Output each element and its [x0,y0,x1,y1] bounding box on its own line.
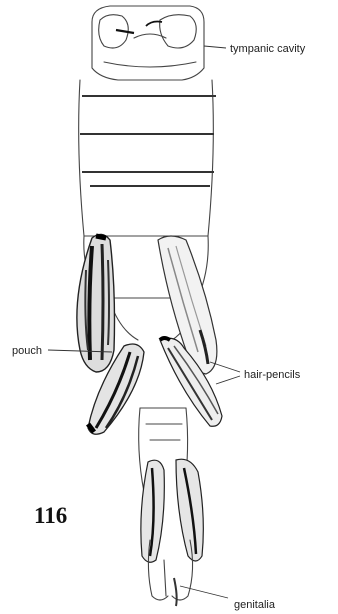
hair-pencils-label: hair-pencils [244,369,301,381]
label-tympanic-cavity: tympanic cavity [204,43,306,55]
label-genitalia: genitalia [180,586,276,611]
genital-tufts [141,459,203,562]
tympanic-cavity-label: tympanic cavity [230,43,306,55]
genitalia-label: genitalia [234,599,276,611]
tympanic-region [92,6,204,80]
pouch-label: pouch [12,345,42,357]
label-hair-pencils: hair-pencils [210,362,301,384]
figure-number: 116 [34,503,67,528]
